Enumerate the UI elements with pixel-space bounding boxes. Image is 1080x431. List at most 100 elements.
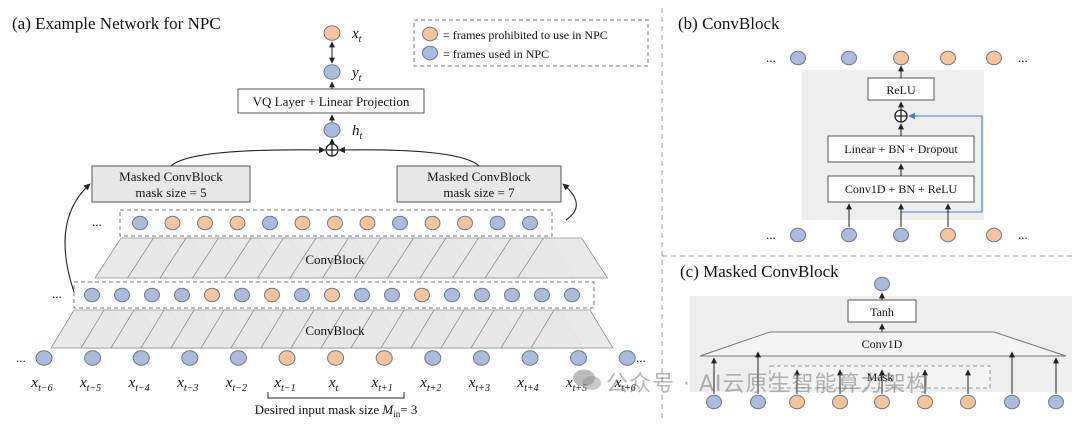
ellipsis-upper: ... [92,214,102,229]
c-input-node [750,394,766,410]
middle-row-node [234,287,250,303]
bottom-row-node [278,350,296,366]
row-box-middle [73,281,595,309]
sum-operator [325,143,339,157]
linear-box [827,135,975,163]
x-label: xt+2 [419,375,441,394]
b-output-node [893,50,909,66]
mask-label: Mask [867,370,894,384]
x-label: xt−2 [225,375,247,394]
panel-a-title: (a) Example Network for NPC [12,14,221,33]
x-label: xt−1 [273,375,295,394]
ellipsis-middle: ... [52,286,62,301]
x-label: xt [328,375,339,394]
relu-label: ReLU [886,83,916,97]
bottom-row-node [521,350,539,366]
conv1d-trapezoid [699,331,1067,357]
upper-row-node [262,215,278,231]
middle-row-node [264,287,280,303]
middle-row-node [534,287,550,303]
upper-row-node [359,215,376,231]
bottom-row-node [327,350,345,366]
middle-row-node [144,287,160,303]
conv-trapezoid [530,309,614,349]
b-ellipsis-top-left: ... [766,50,776,65]
bottom-row-node [570,350,588,366]
x-label: xt+4 [516,375,538,394]
middle-row-node [414,287,430,303]
bottom-row-node [35,350,53,366]
conv1d-label: Conv1D [862,337,903,351]
b-input-node [841,227,857,243]
c-input-node [1004,394,1020,410]
conv-box [827,175,975,203]
conv-trapezoid [516,237,609,279]
c-input-node [1048,394,1064,410]
middle-row-node [84,287,100,303]
middle-row-node [504,287,520,303]
masked-left-line2: mask size = 5 [135,185,206,200]
x-label: xt+6 [614,375,636,394]
b-output-node [986,50,1002,66]
sum-operator-b [894,109,908,123]
x-label: xt−5 [79,375,101,394]
desired-mask-caption: Desired input mask size Min= 3 [255,402,418,419]
row-box-upper [119,209,553,237]
mask-box [769,365,991,389]
upper-row-node [294,215,311,231]
convblock-label-upper: ConvBlock [305,252,365,267]
c-input-node [706,394,722,410]
upper-row-node [132,215,148,231]
middle-row-node [564,287,580,303]
h-t-node [323,122,341,138]
middle-row-node [444,287,460,303]
upper-row-node [424,215,441,231]
b-input-node [986,227,1002,243]
upper-row-node [522,215,538,231]
x-label: xt+3 [468,375,490,394]
upper-row-node [392,215,408,231]
x-label: xt+5 [565,375,587,394]
x-label: xt+1 [371,375,393,394]
masked-right-line2: mask size = 7 [443,185,515,200]
legend-prohibited-label: = frames prohibited to use in NPC [443,28,608,42]
bottom-row-node [181,350,199,366]
upper-row-node [197,215,213,231]
c-input-node [917,394,933,410]
x-label: xt−3 [176,375,198,394]
desired-mask-bracket [267,392,405,399]
middle-row-node [174,287,190,303]
upper-row-node [327,215,343,231]
watermark: 公众号 · AI云原生智能算力架构 [606,372,930,397]
legend-used-label: = frames used in NPC [443,47,549,61]
c-input-node [874,394,890,410]
vq-layer-box [237,88,425,114]
bottom-row-node [375,350,393,366]
c-input-node [832,394,848,410]
middle-row-node [204,287,220,303]
middle-row-node [294,287,310,303]
b-ellipsis-top-right: ... [1018,50,1028,65]
upper-row-node [489,215,506,231]
middle-row-node [474,287,490,303]
panel-c-title: (c) Masked ConvBlock [680,262,839,281]
bottom-row-node [84,350,102,366]
h-t-label: ht [352,123,363,142]
middle-row-node [114,287,130,303]
b-ellipsis-bottom-right: ... [1018,227,1028,242]
middle-row-node [384,287,400,303]
y-t-label: yt [350,65,362,84]
masked-left-line1: Masked ConvBlock [119,169,223,184]
wechat-icon [573,369,601,390]
x-label: xt−6 [30,375,52,394]
panel-b-title: (b) ConvBlock [678,14,780,33]
legend-prohibited-node [422,26,438,42]
middle-row-node [324,287,340,303]
ellipsis-bottom-right: ... [636,350,646,365]
linear-label: Linear + BN + Dropout [844,142,958,156]
b-input-node [790,227,806,243]
middle-row-node [354,287,370,303]
masked-right-line1: Masked ConvBlock [427,169,531,184]
bottom-row-node [424,350,442,366]
